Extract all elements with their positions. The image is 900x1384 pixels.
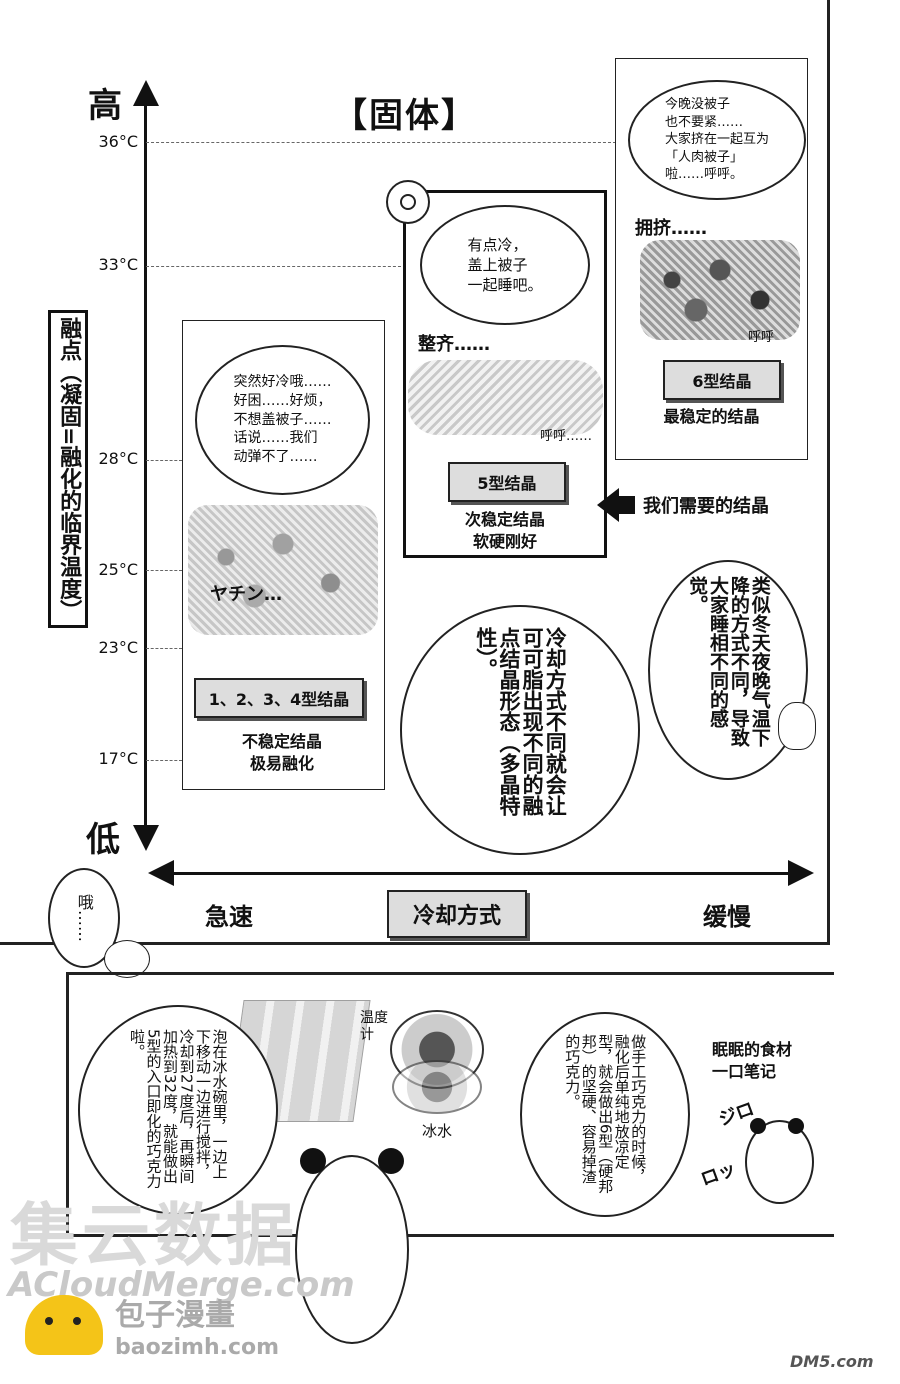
right-crowd-illustration (640, 240, 800, 340)
food-note-title-2: 一口笔记 (712, 1062, 777, 1081)
tick-17: 17°C (98, 749, 138, 768)
watermark-dm5: DM5.com (790, 1352, 874, 1371)
y-low-label: 低 (86, 820, 120, 860)
right-sfx: 拥挤…… (635, 218, 707, 239)
right-speech-bubble: 今晚没被子 也不要紧…… 大家挤在一起互为 「人肉被子」 啦……呼呼。 (628, 80, 806, 200)
tick-33: 33°C (98, 255, 138, 274)
type-1-4-label: 1、2、3、4型结晶 (194, 678, 364, 718)
small-panda-icon (745, 1120, 814, 1204)
y-axis-arrow-down (133, 825, 159, 851)
food-note-title-1: 眠眠的食材 (712, 1040, 793, 1059)
tick-28: 28°C (98, 449, 138, 468)
big-panda-ear (300, 1148, 326, 1174)
right-caption-1: 最稳定的结晶 (663, 407, 760, 426)
tempering-method-bubble: 泡在冰水碗里，一边上下移动一边进行搅拌，冷却到27度后，再瞬间加热到32度，就能… (78, 1005, 278, 1215)
big-panda-icon (295, 1155, 409, 1344)
needed-crystal-label: 我们需要的结晶 (643, 496, 769, 517)
left-caption-1: 不稳定结晶 (241, 732, 322, 751)
x-axis (170, 872, 790, 875)
watermark-jiyun: 集云数据 (10, 1197, 299, 1276)
watermark-baozimh: baozimh.com (115, 1335, 280, 1360)
x-slow-label: 缓慢 (703, 903, 751, 931)
x-fast-label: 急速 (205, 903, 253, 931)
middle-caption-1: 次稳定结晶 (464, 510, 545, 529)
gridline-25 (146, 570, 182, 571)
small-panda-ear (788, 1118, 804, 1134)
food-note-frame (66, 972, 834, 1237)
chart-frame (0, 0, 830, 945)
oh-bubble: 哦…… (48, 868, 120, 968)
y-high-label: 高 (88, 86, 122, 126)
gridline-33 (146, 266, 406, 267)
watermark-baozi: 包子漫畫 (115, 1298, 235, 1333)
hardening-note-bubble: 做手工巧克力的时候，融化后单纯地放凉定型，就会做出6型（硬邦邦）的坚硬、容易掉渣… (520, 1012, 690, 1217)
polymorphism-bubble: 冷却方式不同就会让可可脂出现不同的融点结晶形态（多晶特性）。 (400, 605, 640, 855)
gridline-17 (146, 760, 182, 761)
middle-sfx: 整齐…… (418, 334, 490, 355)
circle-mark-icon (386, 180, 430, 224)
x-axis-arrow-left (148, 860, 174, 886)
ice-water-bowl-illustration (392, 1060, 482, 1114)
tick-25: 25°C (98, 560, 138, 579)
pointer-arrow-icon (597, 488, 619, 522)
x-axis-arrow-right (788, 860, 814, 886)
chart-title: 【固体】 (333, 96, 477, 136)
left-caption-2: 极易融化 (249, 754, 314, 773)
tick-23: 23°C (98, 638, 138, 657)
gridline-23 (146, 648, 182, 649)
middle-speech-bubble: 有点冷， 盖上被子 一起睡吧。 (420, 205, 590, 325)
y-axis-label: 融点（凝固=融化的临界温度） (48, 310, 88, 628)
left-sfx: ヤチン… (210, 584, 282, 605)
right-snore: 呼呼 (748, 330, 775, 345)
thermometer-label: 温度计 (360, 1010, 388, 1043)
x-axis-label: 冷却方式 (387, 890, 527, 938)
big-panda-ear (378, 1148, 404, 1174)
middle-snore: 呼呼…… (540, 429, 593, 444)
y-axis-arrow-up (133, 80, 159, 106)
analogy-bubble: 类似冬天夜晚气温下降的方式不同，导致大家睡相不同的感觉。 (648, 560, 808, 780)
type-6-label: 6型结晶 (663, 360, 781, 400)
middle-caption-2: 软硬刚好 (472, 532, 537, 551)
type-5-label: 5型结晶 (448, 462, 566, 502)
left-speech-bubble: 突然好冷哦…… 好困……好烦， 不想盖被子…… 话说……我们 动弹不了…… (195, 345, 370, 495)
chibi-face-icon (104, 940, 150, 978)
gridline-28 (146, 460, 182, 461)
y-axis (144, 95, 147, 830)
tick-36: 36°C (98, 132, 138, 151)
small-panda-ear (750, 1118, 766, 1134)
baozi-logo-icon (25, 1295, 103, 1355)
gridline-36 (146, 142, 616, 143)
middle-sleepers-illustration (408, 360, 603, 435)
pointer-arrow-shaft (617, 496, 635, 514)
girl-face-icon (778, 702, 816, 750)
left-sleepers-illustration (188, 505, 378, 635)
ice-water-label: 冰水 (422, 1122, 453, 1140)
